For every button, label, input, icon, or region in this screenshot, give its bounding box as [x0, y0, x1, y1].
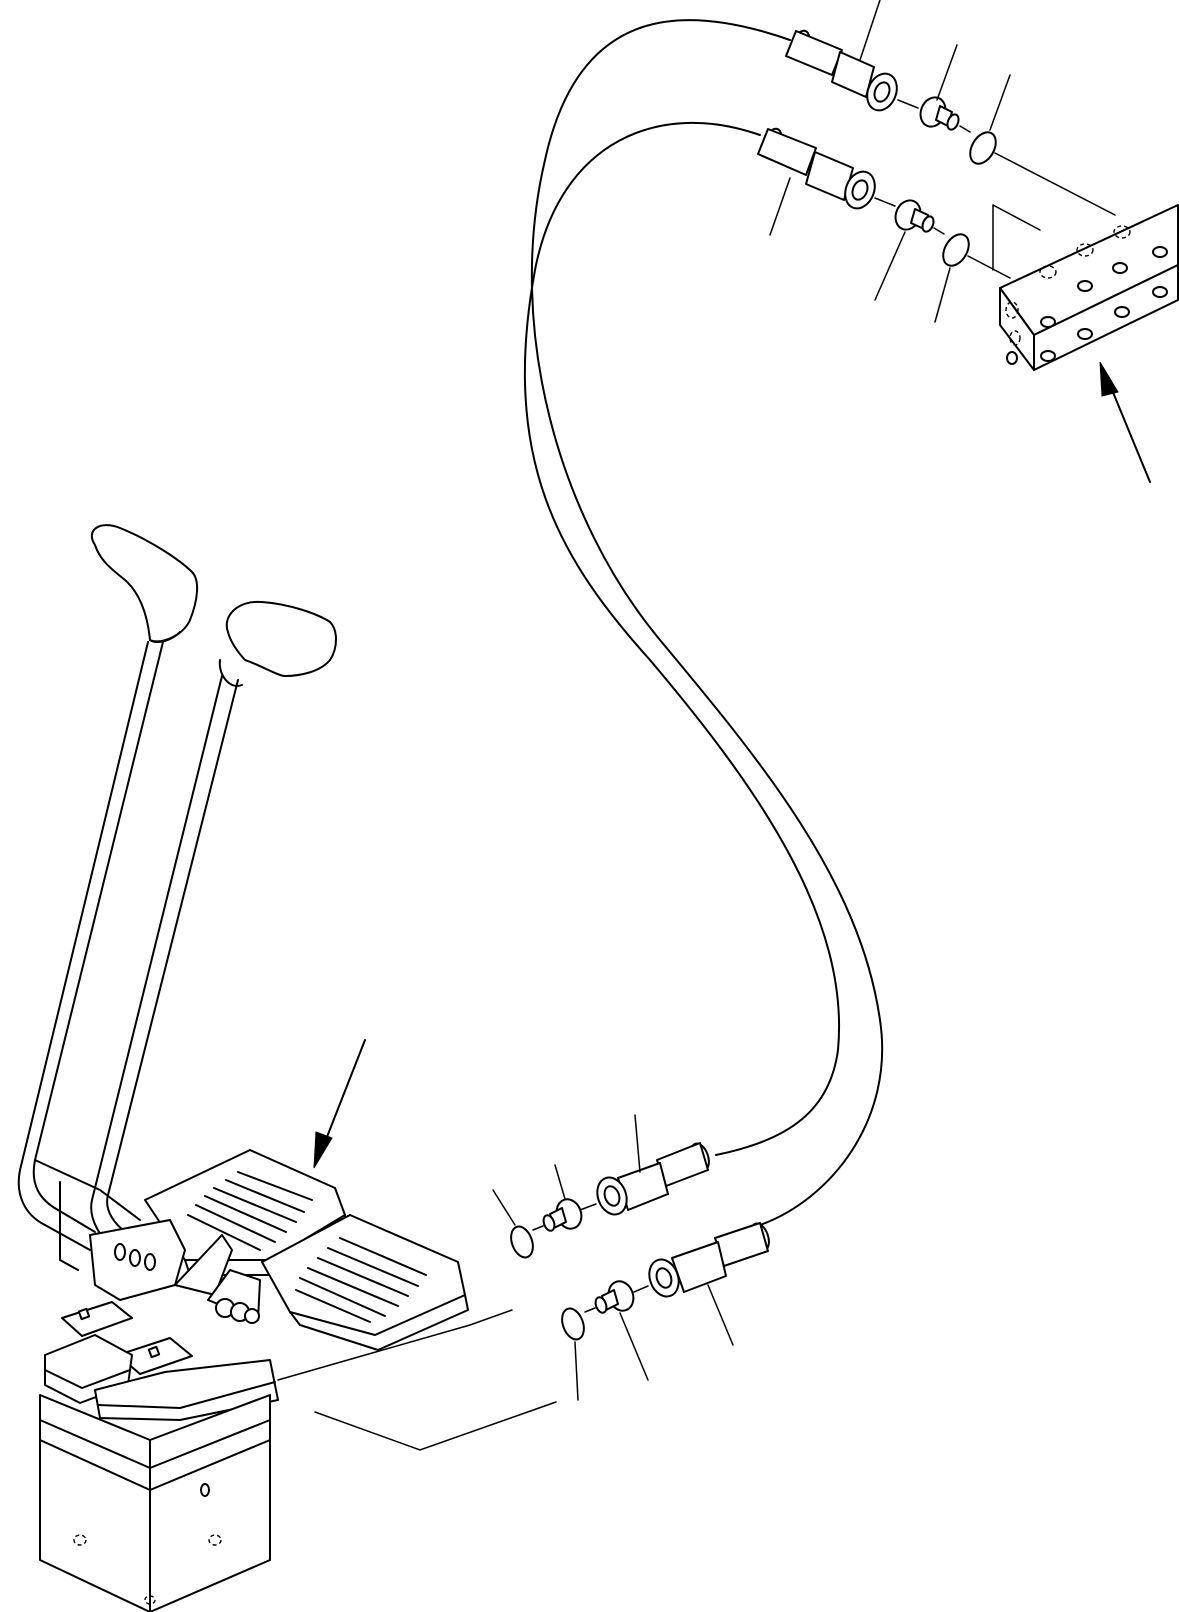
pedal-left-ribs: [188, 1172, 312, 1250]
pedal-right: [262, 1040, 468, 1350]
pedal-right-ribs: [296, 1238, 426, 1322]
adapter-elbow-top-1: [898, 45, 961, 131]
pedal-arrow: [314, 1040, 365, 1168]
hose-fitting-top-2: [758, 126, 880, 235]
hose-fitting-bottom-1: [592, 1115, 712, 1219]
junction-block: [993, 205, 1178, 482]
adapter-elbow-top-2: [875, 197, 936, 300]
o-ring-bottom-1: [493, 1190, 543, 1260]
hose-upper: [532, 20, 882, 1225]
o-ring-top-2: [934, 228, 1010, 322]
adapter-elbow-bottom-1: [542, 1165, 596, 1232]
hose-fitting-bottom-2: [644, 1221, 772, 1345]
adapter-elbow-bottom-2: [594, 1278, 648, 1380]
junction-block-ports: [1006, 226, 1167, 364]
o-ring-top-1: [960, 75, 1115, 215]
hose-lower: [525, 123, 839, 1155]
pivot-bolts: [216, 1299, 259, 1323]
hose-fitting-top-1: [786, 0, 902, 115]
junction-block-arrow: [1100, 362, 1150, 482]
pilot-valve-base: [35, 1160, 556, 1612]
o-ring-bottom-2: [558, 1306, 595, 1400]
